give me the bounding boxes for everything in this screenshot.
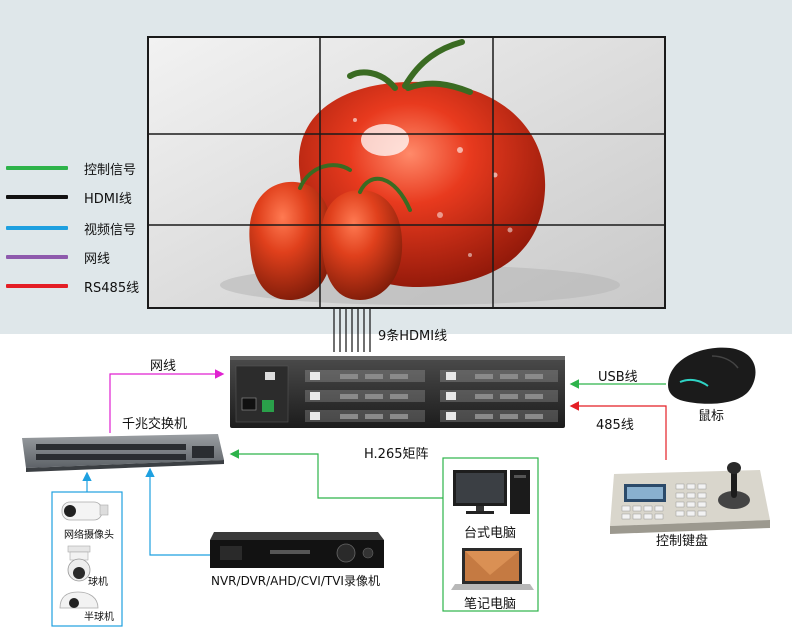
rs485-cable-line [569,401,667,460]
half-dome-camera-device [59,591,99,609]
nvr-video-line [145,467,210,556]
desktop-label: 台式电脑 [464,526,517,541]
net-camera-label: 网络摄像头 [64,530,114,541]
usb-cable-label: USB线 [598,370,638,385]
laptop-label: 笔记电脑 [464,597,517,612]
dome-camera-label: 球机 [88,577,108,588]
legend-swatch [6,195,68,199]
legend-swatch [6,166,68,170]
matrix-label: H.265矩阵 [364,447,429,462]
legend-label: RS485线 [84,281,140,296]
legend-label: 控制信号 [84,163,137,178]
legend-swatch [6,255,68,259]
computers-group-box [442,457,539,612]
video-wall [147,36,666,309]
keyboard-label: 控制键盘 [656,534,709,549]
legend-item-rs485: RS485线 [6,276,166,296]
desktop-pc-device [453,470,530,514]
rs485-cable-label: 485线 [596,418,634,433]
network-cable-line [109,369,225,433]
half-dome-camera-label: 半球机 [84,612,114,623]
switch-label: 千兆交换机 [122,417,188,432]
control-keyboard-device [610,462,770,534]
net-camera-device [61,501,109,521]
hdmi-bundle [333,309,371,352]
laptop-device [451,548,534,590]
legend-item-video: 视频信号 [6,218,166,238]
legend-item-hdmi: HDMI线 [6,187,166,207]
legend-item-control: 控制信号 [6,158,166,178]
mouse-label: 鼠标 [698,409,725,424]
network-cable-label: 网线 [150,359,177,374]
gigabit-switch [22,434,224,472]
legend-label: 视频信号 [84,223,137,238]
mouse-device [668,347,756,404]
legend-label: HDMI线 [84,192,132,207]
legend-swatch [6,284,68,288]
matrix-device [230,356,565,428]
hdmi-bundle-label: 9条HDMI线 [378,329,448,344]
nvr-device [210,532,384,568]
legend-label: 网线 [84,252,111,267]
legend-swatch [6,226,68,230]
dome-camera-device [67,545,91,582]
nvr-label: NVR/DVR/AHD/CVI/TVI录像机 [211,574,380,588]
legend-item-network: 网线 [6,247,166,267]
computer-control-line [229,449,443,499]
